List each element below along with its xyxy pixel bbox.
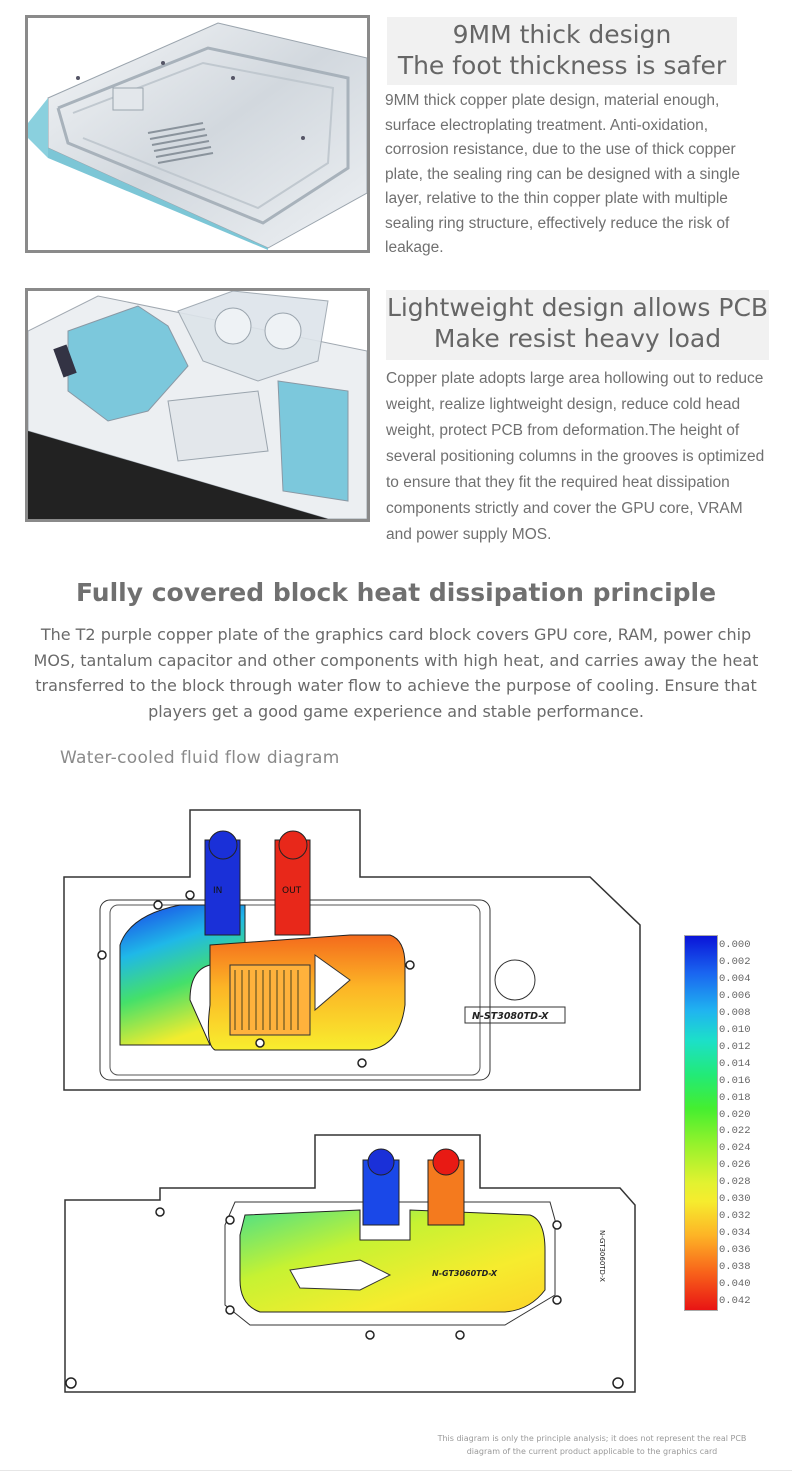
- legend-value: 0.012: [719, 1040, 751, 1053]
- section2-heading-line1: Lightweight design allows PCB: [386, 293, 769, 322]
- legend-value: 0.002: [719, 955, 751, 968]
- model-label-top: N-ST3080TD-X: [472, 1011, 549, 1022]
- legend-value: 0.028: [719, 1176, 751, 1189]
- flow-diagram-top: IN OUT N-ST3080TD-X: [63, 809, 641, 1091]
- diagram-disclaimer: This diagram is only the principle analy…: [420, 1432, 764, 1458]
- legend-value: 0.032: [719, 1210, 751, 1223]
- flow-diagram-bottom: N-GT3060TD-X N-GT3060TD-X: [64, 1134, 636, 1393]
- section1-heading-line2: The foot thickness is safer: [397, 51, 727, 80]
- legend-value: 0.018: [719, 1091, 751, 1104]
- legend-value: 0.008: [719, 1006, 751, 1019]
- legend-value: 0.024: [719, 1142, 751, 1155]
- inlet-label: IN: [213, 886, 222, 896]
- disclaimer-line2: diagram of the current product applicabl…: [466, 1447, 718, 1456]
- outlet-label: OUT: [282, 886, 302, 896]
- legend-value: 0.030: [719, 1193, 751, 1206]
- legend-value: 0.014: [719, 1057, 751, 1070]
- principle-title: Fully covered block heat dissipation pri…: [75, 578, 717, 607]
- principle-body: The T2 purple copper plate of the graphi…: [33, 625, 759, 721]
- section1-heading: 9MM thick design The foot thickness is s…: [387, 17, 737, 85]
- legend-value: 0.020: [719, 1108, 751, 1121]
- legend-value: 0.000: [719, 939, 751, 951]
- model-label-bottom: N-GT3060TD-X: [432, 1269, 498, 1278]
- section2-heading-line2: Make resist heavy load: [433, 324, 722, 353]
- section2-heading: Lightweight design allows PCB Make resis…: [386, 290, 769, 360]
- side-model-mark: N-GT3060TD-X: [598, 1230, 606, 1282]
- legend-value: 0.010: [719, 1023, 751, 1036]
- legend-value: 0.022: [719, 1125, 751, 1138]
- legend-value: 0.040: [719, 1278, 751, 1290]
- legend-value: 0.042: [719, 1294, 751, 1307]
- bottom-divider: [0, 1470, 792, 1471]
- legend-value: 0.036: [719, 1244, 751, 1257]
- legend-colorbar: [684, 935, 718, 1311]
- disclaimer-line1: This diagram is only the principle analy…: [437, 1434, 747, 1443]
- section2-body: Copper plate adopts large area hollowing…: [386, 370, 765, 543]
- lightweight-plate-photo: [25, 288, 370, 522]
- legend-value: 0.016: [719, 1074, 751, 1087]
- legend-value: 0.026: [719, 1159, 751, 1172]
- copper-plate-photo: [25, 15, 370, 253]
- section1-heading-line1: 9MM thick design: [452, 20, 672, 49]
- section1-body: 9MM thick copper plate design, material …: [385, 92, 741, 256]
- diagram-title: Water-cooled fluid flow diagram: [60, 748, 340, 768]
- legend-value: 0.006: [719, 989, 751, 1002]
- legend-value: 0.034: [719, 1227, 751, 1240]
- legend-value: 0.038: [719, 1261, 751, 1274]
- legend-value: 0.004: [719, 972, 751, 985]
